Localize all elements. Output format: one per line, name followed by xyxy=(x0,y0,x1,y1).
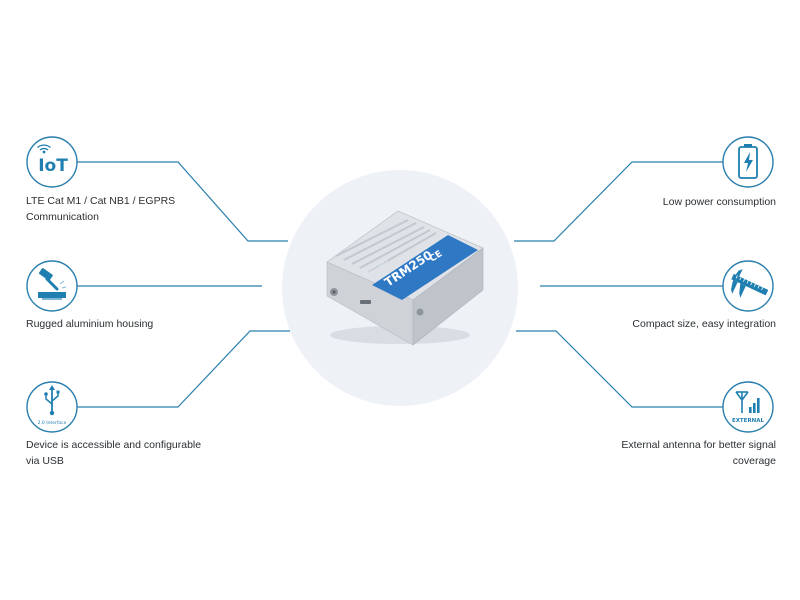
feature-label-usb: Device is accessible and configurable vi… xyxy=(26,439,202,467)
screw xyxy=(416,308,424,316)
usb-port xyxy=(360,300,371,304)
battery-icon xyxy=(722,136,774,188)
iot-icon-text: IoT xyxy=(38,156,68,176)
feature-label-compact: Compact size, easy integration xyxy=(632,318,776,330)
device-label xyxy=(372,235,478,300)
antenna-icon-text: EXTERNAL xyxy=(732,418,765,424)
feature-label-power: Low power consumption xyxy=(662,196,776,208)
connector-line-power xyxy=(514,161,748,242)
caliper-icon xyxy=(722,260,774,312)
connector-line-lte xyxy=(52,161,288,242)
iot-icon: IoT xyxy=(26,136,78,188)
usb-icon-text: 2.0 Interface xyxy=(38,420,67,426)
connector-line-usb xyxy=(52,330,290,408)
antenna-icon: EXTERNAL xyxy=(722,381,774,433)
usb-icon: 2.0 Interface xyxy=(26,381,78,433)
feature-label-lte: LTE Cat M1 / Cat NB1 / EGPRS Communicati… xyxy=(26,195,176,223)
feature-label-antenna: External antenna for better signal cover… xyxy=(621,439,776,467)
hammer-icon xyxy=(26,260,78,312)
trm250-device: TRM250 CE TELTONIKA xyxy=(326,210,484,346)
feature-label-housing: Rugged aluminium housing xyxy=(26,318,154,330)
connector-line-antenna xyxy=(516,330,748,408)
